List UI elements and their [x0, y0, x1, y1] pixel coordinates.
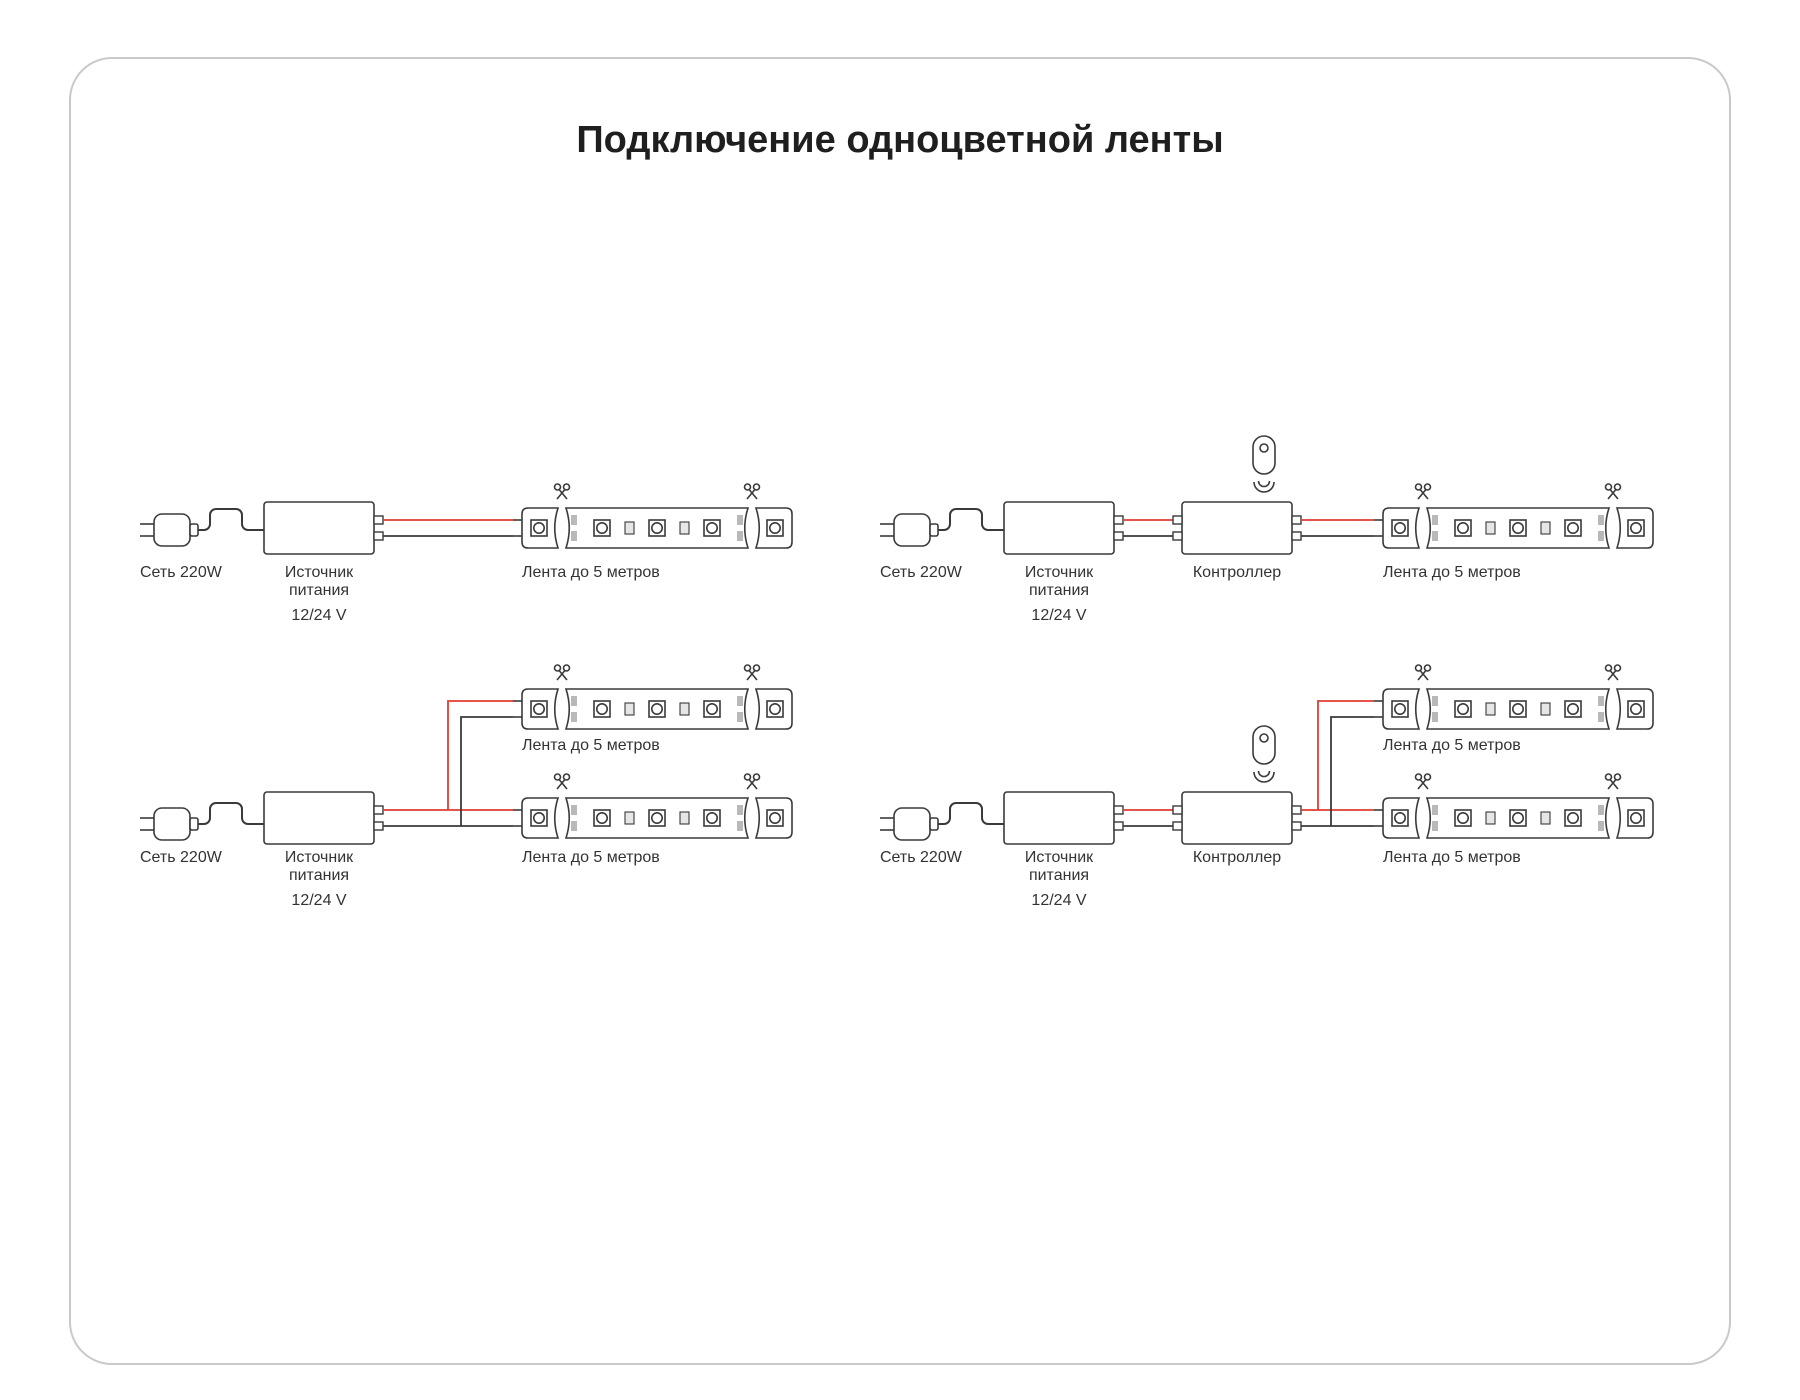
remote-control-icon — [1252, 725, 1276, 783]
power-supply-box — [1003, 501, 1124, 555]
power-plug-icon — [139, 508, 265, 547]
led-strip — [513, 774, 792, 838]
psu-voltage-label: 12/24 V — [1031, 892, 1086, 909]
power-supply-box — [263, 501, 384, 555]
psu-label-line1: Источник — [285, 564, 354, 581]
psu-label-line2: питания — [289, 867, 349, 884]
diagram-controller-connection: Сеть 220W Источник питания 12/24 V Контр… — [879, 435, 1653, 624]
controller-label: Контроллер — [1193, 849, 1281, 866]
red-wire — [383, 700, 513, 811]
red-wire — [1301, 700, 1374, 811]
mains-label: Сеть 220W — [880, 849, 963, 866]
led-strip — [513, 484, 792, 548]
led-strip — [1374, 665, 1653, 729]
psu-voltage-label: 12/24 V — [291, 607, 346, 624]
psu-voltage-label: 12/24 V — [291, 892, 346, 909]
power-plug-icon — [879, 802, 1005, 841]
led-strip — [1374, 774, 1653, 838]
controller-box — [1172, 791, 1302, 845]
power-supply-box — [1003, 791, 1124, 845]
frame-border — [69, 57, 1731, 1365]
diagram-basic-connection: Сеть 220W Источник питания 12/24 V Лента… — [139, 484, 792, 624]
strip-label: Лента до 5 метров — [1383, 564, 1521, 581]
power-plug-icon — [139, 802, 265, 841]
strip-label: Лента до 5 метров — [522, 564, 660, 581]
strip-label: Лента до 5 метров — [522, 849, 660, 866]
psu-label-line1: Источник — [1025, 564, 1094, 581]
psu-label-line2: питания — [1029, 582, 1089, 599]
psu-label-line2: питания — [289, 582, 349, 599]
black-wire — [1301, 716, 1374, 827]
psu-label-line1: Источник — [1025, 849, 1094, 866]
mains-label: Сеть 220W — [880, 564, 963, 581]
mains-label: Сеть 220W — [140, 849, 223, 866]
psu-label-line2: питания — [1029, 867, 1089, 884]
controller-label: Контроллер — [1193, 564, 1281, 581]
power-plug-icon — [879, 508, 1005, 547]
controller-box — [1172, 501, 1302, 555]
psu-voltage-label: 12/24 V — [1031, 607, 1086, 624]
remote-control-icon — [1252, 435, 1276, 493]
strip-label: Лента до 5 метров — [1383, 849, 1521, 866]
black-wire — [383, 716, 513, 827]
led-strip — [1374, 484, 1653, 548]
diagram-two-strips-connection: Сеть 220W Источник питания 12/24 V Лента… — [139, 665, 792, 909]
power-supply-box — [263, 791, 384, 845]
psu-label-line1: Источник — [285, 849, 354, 866]
page-title: Подключение одноцветной ленты — [576, 119, 1223, 161]
led-strip — [513, 665, 792, 729]
diagram-controller-two-strips-connection: Сеть 220W Источник питания 12/24 V Контр… — [879, 665, 1653, 909]
strip-label: Лента до 5 метров — [522, 737, 660, 754]
strip-label: Лента до 5 метров — [1383, 737, 1521, 754]
mains-label: Сеть 220W — [140, 564, 223, 581]
